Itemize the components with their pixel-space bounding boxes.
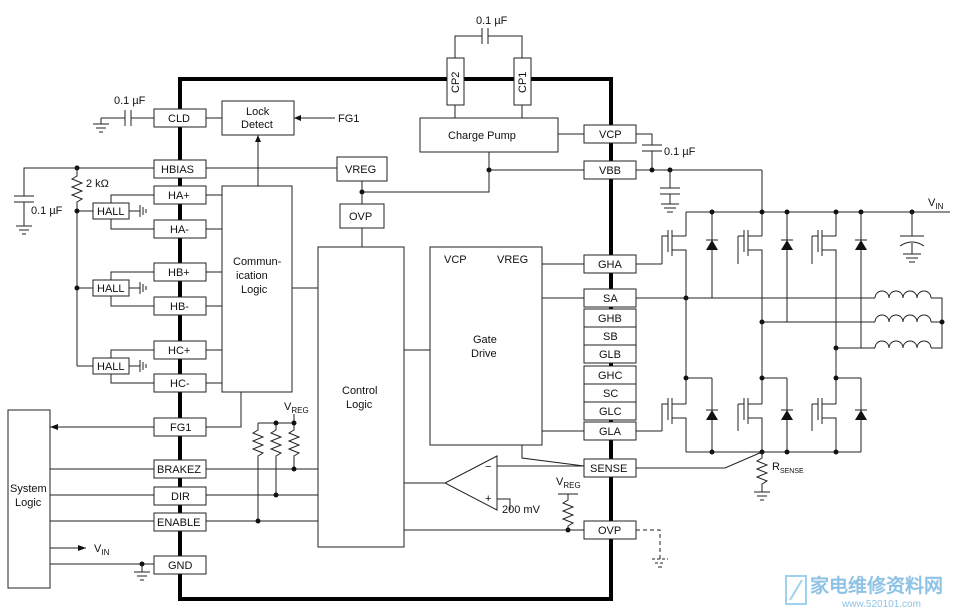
pin-sa-label: SA xyxy=(603,293,618,305)
watermark: 家电维修资料网 www.520101.com xyxy=(785,574,943,610)
pin-enable-label: ENABLE xyxy=(157,517,200,529)
motor-windings xyxy=(874,290,945,349)
low-side-mosfets xyxy=(661,298,867,452)
pin-gha-label: GHA xyxy=(598,259,623,271)
comp-ref-label: 200 mV xyxy=(502,504,541,516)
pin-hbias-label: HBIAS xyxy=(161,164,194,176)
pin-enable xyxy=(153,512,207,532)
gate-drive-label-2: Drive xyxy=(471,348,497,360)
comm-label-2: ication xyxy=(236,270,268,282)
cp1-label: CP1 xyxy=(517,72,529,93)
vreg-block-label: VREG xyxy=(345,164,376,176)
res-hbias-label: 2 kΩ xyxy=(86,178,109,190)
pin-hc-minus-label: HC- xyxy=(170,378,190,390)
gate-drive-label-1: Gate xyxy=(473,334,497,346)
pin-cld-label: CLD xyxy=(168,113,190,125)
pin-glc-label: GLC xyxy=(599,406,622,418)
cap-hbias-label: 0.1 µF xyxy=(31,205,63,217)
comparator: − + 200 mV xyxy=(404,455,584,516)
vcp-vbb-capacitor: 0.1 µF xyxy=(636,133,696,170)
gate-vcp-label: VCP xyxy=(444,254,467,266)
system-logic-block xyxy=(7,409,51,589)
lock-detect-label-2: Detect xyxy=(241,119,273,131)
vreg-left-label: VREG xyxy=(284,401,309,415)
charge-pump-capacitor: 0.1 µF xyxy=(454,15,523,58)
pin-glb xyxy=(583,344,637,364)
high-side-mosfets xyxy=(661,209,867,348)
fg1-input-label: FG1 xyxy=(338,113,359,125)
comm-label-1: Commun- xyxy=(233,256,282,268)
cld-capacitor: 0.1 µF xyxy=(93,95,154,133)
comm-label-3: Logic xyxy=(241,284,268,296)
pin-gnd xyxy=(153,555,207,575)
cap-cld-label: 0.1 µF xyxy=(114,95,146,107)
gate-vreg-label: VREG xyxy=(497,254,528,266)
charge-pump-label: Charge Pump xyxy=(448,130,516,142)
control-logic-block xyxy=(317,246,405,548)
pin-dir-label: DIR xyxy=(171,491,190,503)
pin-fg1-label: FG1 xyxy=(170,422,191,434)
pin-sc-label: SC xyxy=(603,388,618,400)
pin-vcp-label: VCP xyxy=(599,129,622,141)
comp-minus-label: − xyxy=(485,461,491,473)
pin-hc-plus-label: HC+ xyxy=(168,345,190,357)
system-logic-label-2: Logic xyxy=(15,497,42,509)
control-logic-label-1: Control xyxy=(342,385,377,397)
gate-drive-block xyxy=(429,246,543,446)
pin-ghb-label: GHB xyxy=(598,313,622,325)
ovp-block xyxy=(339,203,385,229)
pin-ovp-label: OVP xyxy=(598,525,621,537)
pin-hb-minus-label: HB- xyxy=(170,301,189,313)
ovp-block-label: OVP xyxy=(349,211,372,223)
watermark-url: www.520101.com xyxy=(841,599,921,610)
pin-sb-label: SB xyxy=(603,331,618,343)
hall-sensor-c: HALL xyxy=(77,349,154,384)
comp-plus-label: + xyxy=(485,493,491,505)
pin-gla-label: GLA xyxy=(599,426,622,438)
watermark-text: 家电维修资料网 xyxy=(810,574,943,597)
pin-hbias xyxy=(153,159,207,179)
hall-a-label: HALL xyxy=(97,206,125,218)
vin-right-label: VIN xyxy=(928,197,944,211)
vin-left-label: VIN xyxy=(94,543,110,557)
cap-vbb-label: 0.1 µF xyxy=(664,146,696,158)
hall-sensor-b: HALL xyxy=(77,271,154,307)
pin-dir xyxy=(153,486,207,506)
hall-sensor-a: HALL xyxy=(77,194,154,230)
charge-pump-block xyxy=(419,117,559,153)
pin-ha-minus-label: HA- xyxy=(170,224,189,236)
rsense-label: RSENSE xyxy=(772,461,804,475)
hall-c-label: HALL xyxy=(97,361,125,373)
pin-glc xyxy=(583,401,637,421)
pin-vbb-label: VBB xyxy=(599,165,621,177)
lock-detect-block xyxy=(221,100,295,136)
pin-ghc-label: GHC xyxy=(598,370,623,382)
control-logic-label-2: Logic xyxy=(346,399,373,411)
lock-detect-label-1: Lock xyxy=(246,106,270,118)
system-logic-label-1: System xyxy=(10,483,47,495)
pin-sense-label: SENSE xyxy=(590,463,627,475)
pin-hb-plus-label: HB+ xyxy=(168,267,190,279)
pin-glb-label: GLB xyxy=(599,349,621,361)
pin-brakez-label: BRAKEZ xyxy=(157,464,201,476)
cap-cp-label: 0.1 µF xyxy=(476,15,508,27)
pin-ha-plus-label: HA+ xyxy=(168,190,190,202)
vreg-block xyxy=(336,156,388,182)
pin-gnd-label: GND xyxy=(168,560,193,572)
hall-b-label: HALL xyxy=(97,283,125,295)
communication-logic-block xyxy=(221,185,293,393)
vreg-mid-label: VREG xyxy=(556,476,581,490)
cp2-label: CP2 xyxy=(450,72,462,93)
